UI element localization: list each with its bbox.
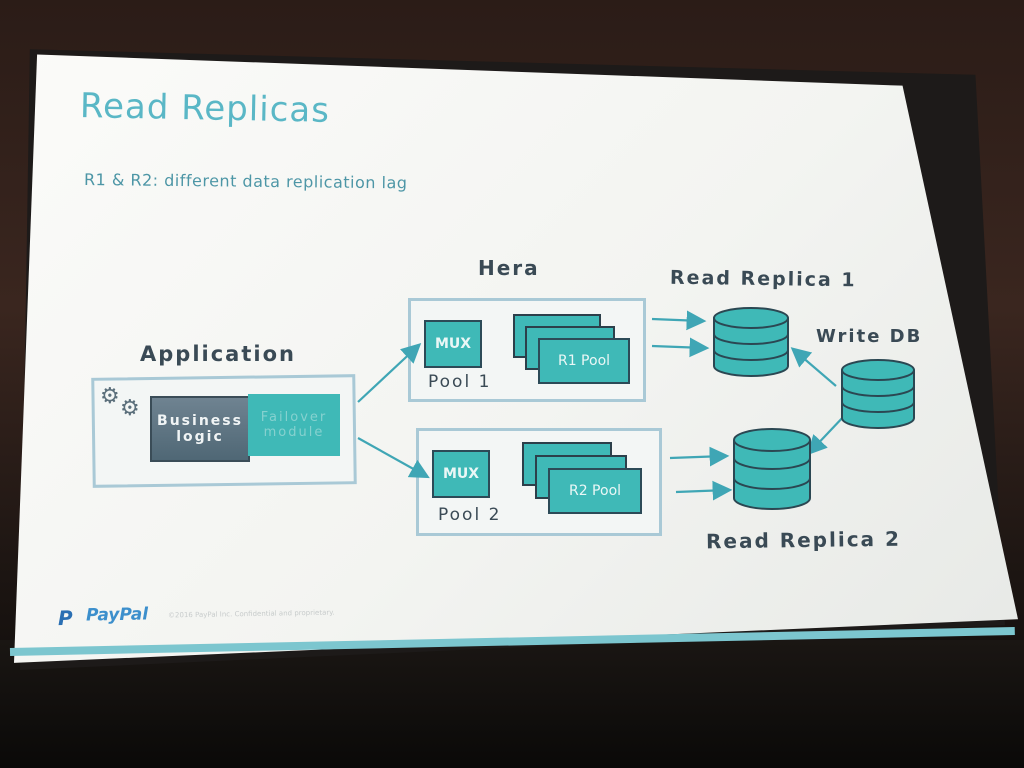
read-replica-1-label: Read Replica 1 [669,266,857,292]
paypal-logo-icon: P [57,605,73,631]
pool-2-replica-pool: R2 Pool [548,468,642,514]
paypal-logo-text: PayPal [85,604,149,626]
pool-2-mux: MUX [432,450,490,498]
pool-1-label: Pool 1 [428,372,492,392]
write-db-label: Write DB [816,326,923,347]
slide-title: Read Replicas [79,86,331,131]
pool-2-label: Pool 2 [438,505,502,525]
gear-icon: ⚙ [100,384,120,409]
business-logic-line1: Business [157,413,243,429]
pool-1-replica-pool: R1 Pool [538,338,630,384]
slide-subtitle: R1 & R2: different data replication lag [83,170,408,193]
read-replica-2-label: Read Replica 2 [705,526,902,554]
gear-icon: ⚙ [120,396,140,421]
failover-line2: module [263,425,325,440]
business-logic-block: Business logic [150,396,250,462]
application-label: Application [140,342,296,366]
failover-line1: Failover [260,410,328,425]
business-logic-line2: logic [176,429,224,445]
pool-1-mux: MUX [424,320,482,368]
failover-module-block: Failover module [248,394,340,456]
hera-label: Hera [478,256,540,280]
